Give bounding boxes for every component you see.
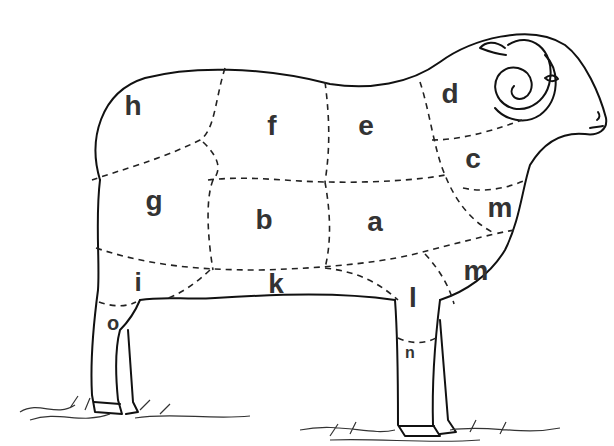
- part-letter: h: [124, 92, 141, 120]
- part-letter: m: [488, 194, 513, 222]
- part-letter: o: [107, 313, 119, 333]
- part-letter: e: [358, 112, 374, 140]
- cut-line: [425, 254, 454, 304]
- part-letter: i: [134, 269, 141, 295]
- part-letter: g: [145, 187, 162, 215]
- part-letter: b: [255, 206, 272, 234]
- part-letter: a: [367, 208, 383, 236]
- part-letter: n: [405, 345, 415, 361]
- belly-outline: [140, 295, 395, 301]
- nostril: [597, 112, 599, 120]
- part-letter: k: [268, 270, 284, 298]
- cut-line: [325, 82, 329, 182]
- hoof-line: [94, 402, 120, 404]
- part-letter: f: [267, 112, 276, 140]
- hind-leg-far: [126, 330, 138, 414]
- body-outline: [96, 34, 607, 300]
- part-letter: l: [409, 284, 417, 312]
- front-leg-far: [440, 320, 456, 434]
- cut-line: [203, 142, 218, 270]
- hoof-line: [399, 425, 434, 427]
- horn-edge: [495, 55, 556, 120]
- front-leg: [395, 300, 440, 436]
- cut-line: [325, 182, 330, 268]
- part-letter: m: [464, 257, 489, 285]
- cut-line: [96, 230, 515, 270]
- cut-line: [92, 68, 225, 180]
- cut-line: [166, 270, 210, 299]
- part-letter: d: [441, 80, 458, 108]
- hind-leg: [91, 180, 140, 414]
- cut-line: [432, 120, 522, 140]
- eye: [545, 75, 558, 81]
- cut-line: [99, 302, 136, 306]
- cut-line: [208, 175, 445, 182]
- cut-line: [398, 338, 436, 343]
- horn: [495, 40, 550, 109]
- cut-line: [325, 268, 398, 300]
- grass: [300, 420, 560, 441]
- ear: [480, 43, 506, 55]
- part-letter: c: [465, 145, 481, 173]
- mouth: [590, 126, 603, 128]
- grass: [20, 396, 250, 420]
- cut-line: [463, 180, 526, 190]
